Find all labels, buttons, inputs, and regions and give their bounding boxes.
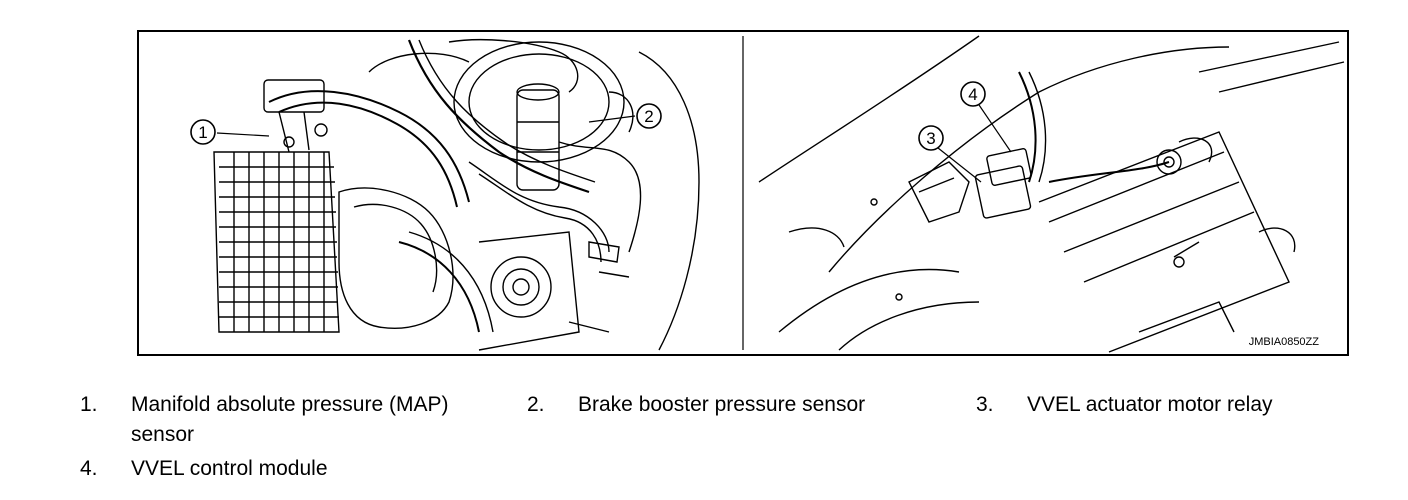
intake-grille <box>213 151 340 333</box>
legend-text-line: VVEL control module <box>131 457 328 480</box>
callout-4: 4 <box>960 81 986 107</box>
legend-number: 3. <box>976 393 994 416</box>
callout-4-label: 4 <box>968 85 977 104</box>
legend-number: 1. <box>80 393 98 416</box>
right-engine-view <box>758 35 1345 353</box>
callout-1-label: 1 <box>198 123 207 142</box>
callout-2: 2 <box>636 103 662 129</box>
legend-text-line: Brake booster pressure sensor <box>578 393 866 416</box>
legend-text-line: VVEL actuator motor relay <box>1027 393 1273 416</box>
left-engine-view <box>213 39 700 351</box>
callout-3: 3 <box>918 125 944 151</box>
legend-number: 4. <box>80 457 98 480</box>
legend-number: 2. <box>527 393 545 416</box>
engine-compartment-figure: 1 2 3 4 JMBIA0850ZZ <box>137 30 1349 356</box>
callout-1: 1 <box>190 119 216 145</box>
callout-2-label: 2 <box>644 107 653 126</box>
legend-text-line: sensor <box>131 423 195 446</box>
engine-line-drawing: 1 2 3 4 <box>190 35 1345 353</box>
callout-3-label: 3 <box>926 129 935 148</box>
legend-text-line: Manifold absolute pressure (MAP) <box>131 393 449 416</box>
figure-id-label: JMBIA0850ZZ <box>1248 336 1319 348</box>
